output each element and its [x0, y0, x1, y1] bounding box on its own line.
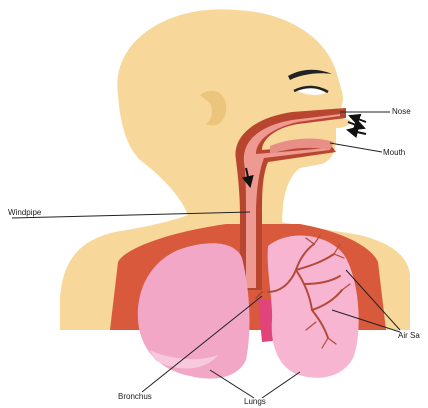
- label-mouth: Mouth: [383, 148, 405, 158]
- mouth-line: [330, 143, 382, 152]
- arrow-nose-out: [348, 122, 364, 128]
- right-lung: [268, 236, 359, 378]
- label-bronchus: Bronchus: [118, 392, 152, 402]
- label-windpipe: Windpipe: [8, 208, 41, 218]
- label-lungs: Lungs: [244, 397, 266, 407]
- lungs-line-2: [262, 372, 300, 398]
- arrow-nose-in: [350, 116, 366, 122]
- label-nose: Nose: [392, 107, 411, 117]
- lungs-line-1: [210, 370, 254, 398]
- label-air-sacs: Air Sa: [398, 331, 420, 341]
- arrow-mouth-in: [348, 130, 366, 134]
